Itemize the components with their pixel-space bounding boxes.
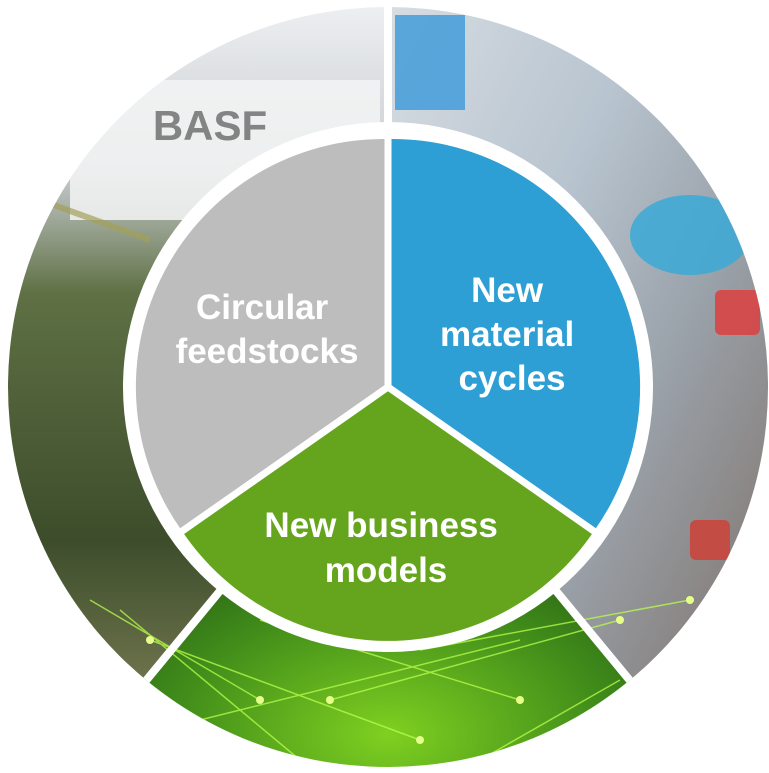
label-new-business-models: New business models	[264, 506, 507, 590]
label-circular-feedstocks: Circular feedstocks	[176, 288, 359, 371]
basf-sign: BASF	[153, 102, 267, 149]
segment-new-material-cycles	[388, 138, 641, 531]
segment-circular-feedstocks	[135, 138, 388, 531]
pie-separator-right	[385, 384, 601, 537]
bottle-label	[395, 15, 465, 110]
network-lines	[89, 599, 691, 761]
red-cap-lower	[690, 520, 730, 560]
segment-new-business-models	[182, 387, 594, 641]
wheat-stalk	[38, 197, 152, 243]
label-new-material-cycles: New material cycles	[440, 271, 584, 398]
red-cap	[715, 290, 760, 335]
blue-bottle	[630, 195, 750, 275]
pie-separator-left	[175, 384, 391, 537]
